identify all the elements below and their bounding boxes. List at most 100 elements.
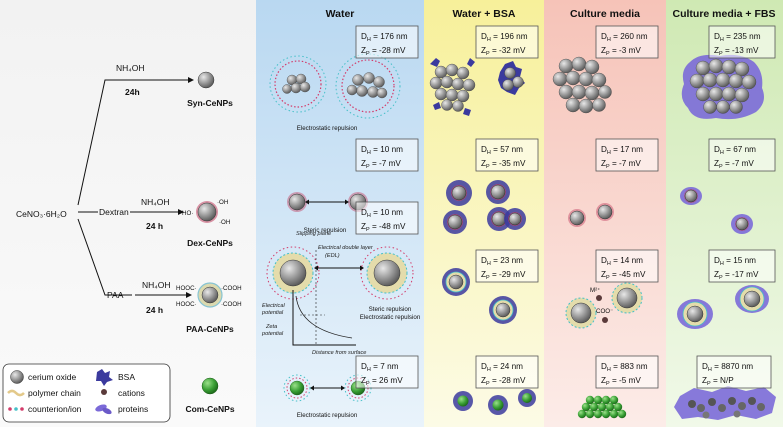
fbs-paa-particles <box>677 285 769 329</box>
legend-label-polymer-chain: polymer chain <box>28 388 81 398</box>
bsa-paa-zp: -29 mV <box>499 270 526 279</box>
svg-text:DH = 15 nm: DH = 15 nm <box>714 256 756 267</box>
water-syn-zp: -28 mV <box>379 46 406 55</box>
protein-cluster-icon <box>95 404 112 415</box>
media-com-zp: -5 mV <box>619 376 641 385</box>
bsa-column: DH = 196 nm ZP = -32 mV DH = 57 nm ZP = … <box>429 25 539 415</box>
edl-label: (EDL) <box>325 253 340 259</box>
svg-text:DH = 176 nm: DH = 176 nm <box>361 32 408 43</box>
media-com-pile <box>577 395 627 419</box>
svg-text:DH = 17 nm: DH = 17 nm <box>601 145 643 156</box>
fbs-dex-zp: -7 mV <box>732 159 754 168</box>
svg-text:ZP = -3 mV: ZP = -3 mV <box>601 46 641 57</box>
bsa-dex-measurement: DH = 57 nm ZP = -35 mV <box>475 138 539 172</box>
syn-cenp-particle <box>197 71 215 89</box>
media-com-measurement: DH = 883 nm ZP = -5 mV <box>595 355 659 389</box>
svg-text:ZP = -45 mV: ZP = -45 mV <box>601 270 646 281</box>
column-header-culture-media: Culture media <box>570 8 640 20</box>
bsa-syn-agglomerate <box>429 58 525 116</box>
svg-text:DH = 260 nm: DH = 260 nm <box>601 32 648 43</box>
legend-label-cerium-oxide: cerium oxide <box>28 372 76 382</box>
paa-cenps-label: PAA-CeNPs <box>186 324 234 334</box>
fbs-dex-dh: 67 nm <box>733 145 756 154</box>
svg-text:ZP = -17 mV: ZP = -17 mV <box>714 270 759 281</box>
water-paa-pair <box>266 246 414 346</box>
fbs-com-dh: 8870 nm <box>721 362 753 371</box>
fbs-paa-zp: -17 mV <box>732 270 759 279</box>
paa-group-3: HOOC· <box>176 301 197 308</box>
paa-group-4: ·COOH <box>221 301 242 308</box>
com-cenp-particle <box>201 377 219 395</box>
svg-text:DH = 10 nm: DH = 10 nm <box>361 145 403 156</box>
dex-group-1: HO· <box>182 210 193 217</box>
legend-label-bsa: BSA <box>118 372 135 382</box>
media-dex-pair <box>568 203 614 227</box>
svg-text:DH = 57 nm: DH = 57 nm <box>481 145 523 156</box>
water-column: Electrostatic repulsion Steric repulsion <box>261 25 421 419</box>
svg-text:DH = 23 nm: DH = 23 nm <box>481 256 523 267</box>
svg-text:ZP = -7 mV: ZP = -7 mV <box>714 159 754 170</box>
svg-text:DH = 8870 nm: DH = 8870 nm <box>702 362 753 373</box>
bsa-com-zp: -28 mV <box>499 376 526 385</box>
water-paa-measurement: DH = 10 nm ZP = -48 mV <box>355 201 419 235</box>
water-electrostatic-label: Electrostatic repulsion <box>297 125 358 132</box>
water-electrostatic2-label: Electrostatic repulsion <box>360 314 421 321</box>
media-com-dh: 883 nm <box>620 362 647 371</box>
syn-cenps-label: Syn-CeNPs <box>187 98 233 108</box>
dex-time: 24 h <box>146 221 163 231</box>
slipping-plane-label: Slipping plane <box>296 231 331 237</box>
svg-text:DH = 7 nm: DH = 7 nm <box>361 362 399 373</box>
legend-label-counterion: counterion/ion <box>28 404 82 414</box>
media-paa-pair <box>565 282 643 329</box>
fbs-dex-measurement: DH = 67 nm ZP = -7 mV <box>708 138 776 172</box>
cation-dot-icon <box>602 317 608 323</box>
svg-text:DH = 67 nm: DH = 67 nm <box>714 145 756 156</box>
bsa-syn-dh: 196 nm <box>500 32 527 41</box>
water-syn-agglomerate-1 <box>269 55 327 113</box>
bsa-syn-zp: -32 mV <box>499 46 526 55</box>
legend-label-proteins: proteins <box>118 404 148 414</box>
fbs-syn-zp: -13 mV <box>732 46 759 55</box>
water-syn-agglomerate-2 <box>335 53 401 119</box>
svg-text:ZP = -35 mV: ZP = -35 mV <box>481 159 526 170</box>
svg-text:ZP = -13 mV: ZP = -13 mV <box>714 46 759 57</box>
svg-text:DH = 235 nm: DH = 235 nm <box>714 32 761 43</box>
column-header-culture-media-fbs: Culture media + FBS <box>673 8 776 20</box>
water-com-measurement: DH = 7 nm ZP = 26 mV <box>355 355 419 389</box>
svg-text:ZP = -28 mV: ZP = -28 mV <box>361 46 406 57</box>
fbs-paa-dh: 15 nm <box>733 256 756 265</box>
water-paa-zp: -48 mV <box>379 222 406 231</box>
legend-label-cations: cations <box>118 388 145 398</box>
svg-text:ZP = -7 mV: ZP = -7 mV <box>601 159 641 170</box>
paa-arrow-stub <box>77 218 132 296</box>
water-dex-dh: 10 nm <box>380 145 403 154</box>
bsa-syn-measurement: DH = 196 nm ZP = -32 mV <box>475 25 539 59</box>
svg-text:ZP = -48 mV: ZP = -48 mV <box>361 222 406 233</box>
distance-label: Distance from surface <box>312 350 366 356</box>
syn-arrow <box>77 79 188 206</box>
water-dex-zp: -7 mV <box>379 159 401 168</box>
counterion-icon <box>8 407 24 411</box>
paa-label: PAA <box>107 290 124 300</box>
column-header-water-bsa: Water + BSA <box>453 8 516 20</box>
synthesis-scheme: CeNO₃·6H₂O NH₄OH 24h Syn-CeNPs Dextran N… <box>16 63 242 414</box>
polymer-chain-icon <box>7 389 25 397</box>
bsa-dex-cluster <box>443 180 526 234</box>
svg-text:ZP = -28 mV: ZP = -28 mV <box>481 376 526 387</box>
bsa-com-dh: 24 nm <box>500 362 523 371</box>
fbs-com-zp: N/P <box>720 376 734 385</box>
media-coo-label: COO⁻ <box>596 308 613 315</box>
paa-cenp-particle <box>201 286 219 304</box>
cation-dot-icon <box>101 389 107 395</box>
fbs-paa-measurement: DH = 15 nm ZP = -17 mV <box>708 249 776 283</box>
fbs-dex-particles <box>680 187 753 234</box>
svg-text:DH = 10 nm: DH = 10 nm <box>361 208 403 219</box>
media-paa-measurement: DH = 14 nm ZP = -45 mV <box>595 249 659 283</box>
bsa-paa-measurement: DH = 23 nm ZP = -29 mV <box>475 249 539 283</box>
paa-group-2: ·COOH <box>221 285 242 292</box>
dextran-label: Dextran <box>99 207 129 217</box>
media-paa-zp: -45 mV <box>619 270 646 279</box>
svg-text:ZP = -7 mV: ZP = -7 mV <box>361 159 401 170</box>
